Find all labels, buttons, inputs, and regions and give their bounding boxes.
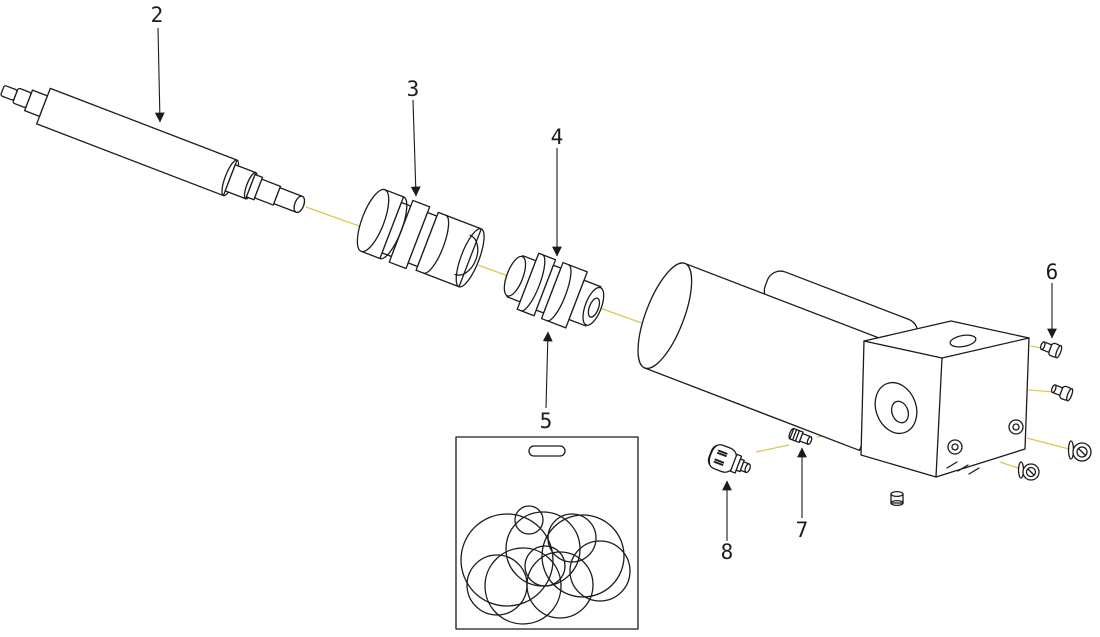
o-ring	[524, 545, 566, 587]
screw-hole	[947, 439, 963, 455]
leader-arrow-5	[542, 331, 553, 409]
port-block	[860, 320, 1030, 478]
part-label-8: 8	[721, 540, 734, 564]
top-notch	[949, 334, 977, 348]
part-label-7: 7	[796, 518, 809, 542]
o-ring	[466, 554, 528, 616]
part-label-2: 2	[151, 3, 164, 27]
bag-hang-slot	[528, 445, 566, 457]
o-ring	[514, 505, 544, 535]
leader-arrow-3	[410, 99, 421, 197]
screw-hole	[1008, 419, 1024, 435]
plug-6b	[1050, 384, 1074, 402]
bushing-under-block	[890, 490, 904, 507]
part-labels: 2 3 4 5 6 7 8	[151, 3, 1059, 564]
o-ring	[460, 513, 554, 607]
plug-6a	[1039, 341, 1063, 359]
screw-right-lower	[1017, 461, 1040, 481]
leader-arrows	[154, 27, 1057, 541]
piston	[503, 252, 605, 329]
o-ring	[547, 513, 597, 563]
o-ring	[569, 540, 631, 602]
seal-kit-bag	[455, 436, 639, 630]
part-label-5: 5	[540, 409, 553, 433]
screw-right-upper	[1067, 440, 1092, 462]
bag-outline	[455, 436, 639, 630]
cylinder-tube	[637, 262, 919, 452]
plug-8	[707, 444, 751, 474]
rod-gland	[356, 188, 485, 288]
leader-arrow-2	[154, 27, 165, 123]
piston-rod	[0, 85, 306, 214]
part-label-6: 6	[1046, 260, 1059, 284]
o-ring	[484, 547, 562, 625]
fitting-7	[788, 427, 813, 445]
part-label-4: 4	[551, 125, 564, 149]
part-label-3: 3	[407, 77, 420, 101]
o-ring	[541, 514, 625, 598]
chamfer-hatch	[946, 461, 980, 475]
